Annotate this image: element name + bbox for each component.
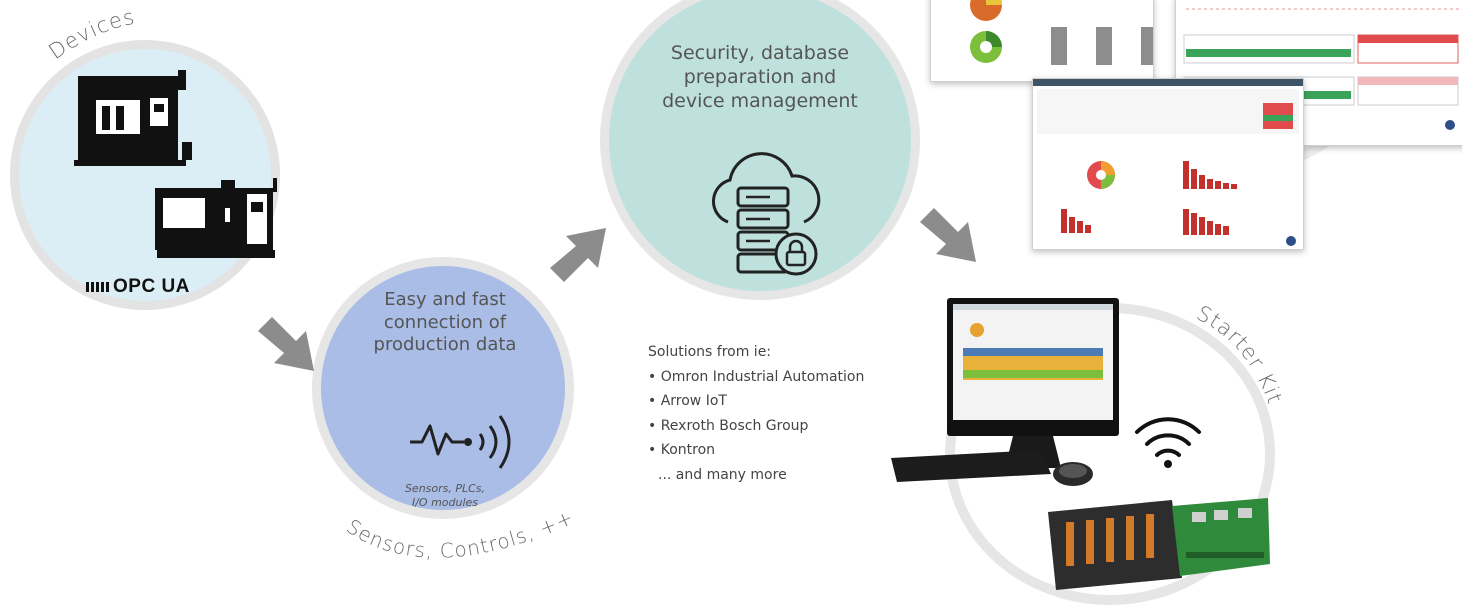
solutions-item: • Kontron — [648, 442, 716, 458]
security-title-line: preparation and — [683, 65, 837, 88]
computer-illustration — [891, 298, 1119, 486]
sensors-subtitle-line: I/O modules — [411, 496, 479, 510]
sensors-title-line: Easy and fast — [384, 289, 506, 310]
solutions-footer: ... and many more — [658, 466, 787, 483]
security-title-line: device management — [662, 89, 858, 112]
sensors-subtitle: Sensors, PLCs, I/O modules — [390, 482, 500, 511]
solutions-heading: Solutions from ie: — [648, 344, 772, 360]
arrow-devices-to-sensors — [258, 317, 314, 371]
sensors-title-line: connection of — [383, 311, 507, 333]
arrow-sensors-to-security — [550, 228, 606, 282]
solutions-list: Solutions from ie: • Omron Industrial Au… — [648, 340, 864, 487]
opc-ua-logo: OPC UA — [86, 276, 190, 298]
wifi-icon — [1135, 417, 1201, 468]
sensors-subtitle-line: Sensors, PLCs, — [404, 482, 486, 495]
cloud-database-lock-icon — [711, 152, 821, 276]
cnc-machine-icon — [74, 70, 192, 166]
arrow-security-to-dashboard — [920, 208, 976, 262]
solutions-item: • Omron Industrial Automation — [648, 368, 865, 385]
solutions-item: • Rexroth Bosch Group — [648, 417, 809, 434]
security-title-line: Security, database — [670, 42, 850, 64]
lathe-machine-icon — [155, 178, 277, 258]
sensor-signal-icon — [410, 415, 511, 469]
sensors-title-line: production data — [373, 334, 517, 355]
sensors-circle — [312, 257, 574, 519]
solutions-item: • Arrow IoT — [648, 393, 727, 409]
security-title: Security, database preparation and devic… — [630, 42, 890, 113]
dashboard-screenshot — [930, 0, 1154, 82]
opc-ua-logo-mark — [86, 281, 110, 292]
io-controller-illustration — [1048, 498, 1270, 590]
sensors-title: Easy and fast connection of production d… — [355, 289, 535, 357]
dashboard-screenshot — [1032, 78, 1304, 250]
opc-ua-text: OPC UA — [113, 276, 190, 297]
